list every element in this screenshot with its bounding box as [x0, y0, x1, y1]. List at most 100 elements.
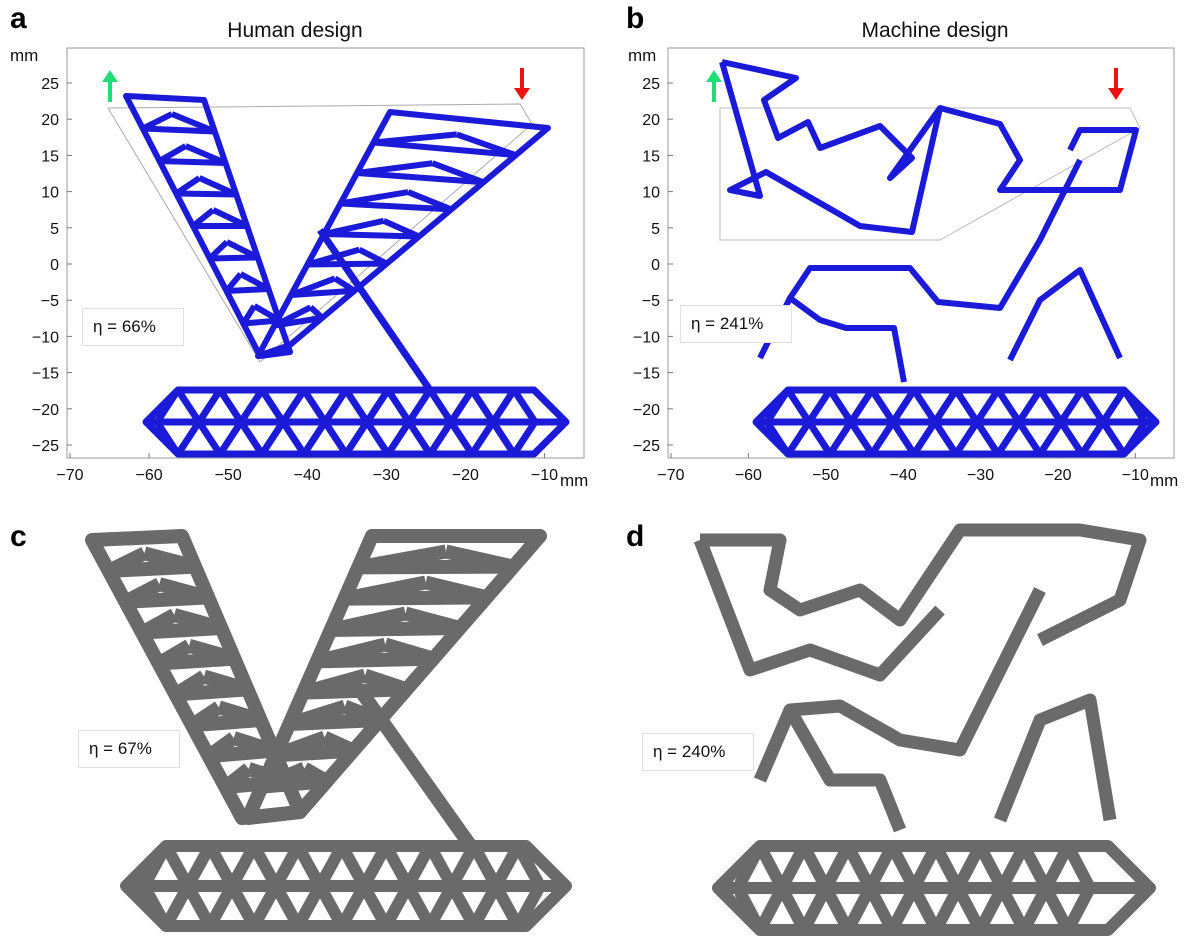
- base-strip-a-strut: [406, 420, 433, 456]
- print-left-arm-diag: [122, 577, 163, 608]
- print-right-arm-diag: [315, 637, 387, 669]
- base-strip-a-strut: [217, 388, 244, 424]
- output-arrow-a-head: [514, 88, 530, 100]
- right-arm-rung: [373, 139, 517, 159]
- base-strip-b-strut: [785, 388, 812, 424]
- print-base-d-strut: [930, 885, 964, 933]
- base-strip-a-strut: [301, 420, 328, 456]
- base-strip-a-strut: [490, 388, 517, 424]
- print-base-c-strut: [270, 843, 304, 889]
- base-strip-a-strut: [511, 420, 538, 456]
- plot-a-y-tick-label: 15: [41, 148, 59, 165]
- print-base-c-strut: [424, 843, 458, 889]
- plot-b-y-tick-label: −20: [633, 402, 660, 419]
- print-path-lower: [693, 537, 945, 682]
- plot-a-y-tick-label: 10: [41, 185, 59, 202]
- print-left-arm-diag: [204, 732, 238, 762]
- print-base-d-strut: [776, 843, 810, 891]
- output-arrow-b-head: [1108, 88, 1124, 100]
- print-base-c-strut: [468, 843, 502, 889]
- base-strip-b-strut: [974, 388, 1001, 424]
- print-base-c-strut: [380, 883, 414, 929]
- print-base-d-strut: [842, 843, 876, 891]
- right-arm-diag: [323, 217, 385, 237]
- plot-a-x-tick-label: −70: [56, 467, 83, 484]
- left-arm-diag: [207, 239, 229, 261]
- print-path-upper: [700, 523, 1147, 646]
- right-arm-diag: [357, 246, 389, 267]
- print-base-c-strut: [490, 843, 524, 889]
- y-unit-b: mm: [628, 46, 657, 65]
- plot-b-y-tick-label: 5: [651, 221, 660, 238]
- plot-b-y-tick-label: −10: [633, 329, 660, 346]
- print-base-d-strut: [864, 843, 898, 891]
- base-strip-b-strut: [953, 420, 980, 456]
- panel-title-b: Machine design: [861, 19, 1009, 42]
- machine-path-upper: [721, 59, 1139, 193]
- print-base-d-strut: [1018, 843, 1052, 891]
- print-left-arm-diag: [172, 608, 224, 635]
- print-right-arm-diag: [273, 730, 327, 762]
- plot-b-y-tick-label: 25: [642, 76, 660, 93]
- base-strip-a-strut: [406, 388, 433, 424]
- base-strip-b-strut: [806, 388, 833, 424]
- print-base-d-strut: [886, 843, 920, 891]
- plot-a-x-tick-label: −40: [294, 467, 321, 484]
- print-base-c-strut: [512, 843, 546, 889]
- print-base-c-strut: [182, 883, 216, 929]
- print-base-d-strut: [952, 843, 986, 891]
- print-base-d-strut: [864, 885, 898, 933]
- print-left-arm-diag: [221, 763, 253, 793]
- left-arm-diag: [239, 271, 270, 292]
- base-strip-a-strut: [385, 420, 412, 456]
- base-strip-a-strut: [511, 388, 538, 424]
- print-right-arm-diag: [300, 762, 331, 788]
- plot-a-y-tick-label: 20: [41, 112, 59, 129]
- base-strip-a-strut: [238, 388, 265, 424]
- plot-a-x-tick-label: −50: [215, 467, 242, 484]
- base-strip-b-strut: [1079, 388, 1106, 424]
- base-strip-b-strut: [1079, 420, 1106, 456]
- x-unit-b: mm: [1150, 471, 1179, 490]
- print-base-c-strut: [292, 843, 326, 889]
- print-base-d-strut: [1040, 885, 1074, 933]
- base-strip-a-strut: [259, 420, 286, 456]
- print-base-c-strut: [402, 883, 436, 929]
- link-arm-a: [317, 228, 433, 392]
- plot-b-y-tick-label: 15: [642, 148, 660, 165]
- base-strip-b-strut: [764, 420, 791, 456]
- base-strip-b-strut: [1058, 388, 1085, 424]
- plot-b-x-tick-label: −50: [812, 467, 839, 484]
- print-right-arm-diag: [424, 575, 489, 605]
- print-base-d-strut: [842, 885, 876, 933]
- base-strip-a-strut: [196, 420, 223, 456]
- print-base-c-strut: [380, 843, 414, 889]
- base-strip-a-strut: [427, 388, 454, 424]
- plot-a-x-tick-label: −10: [531, 467, 558, 484]
- base-strip-b-strut: [848, 388, 875, 424]
- efficiency-label-b: η = 241%: [680, 305, 792, 343]
- left-arm-diag: [240, 304, 257, 326]
- base-strip-b-strut: [869, 388, 896, 424]
- right-arm-rung: [290, 287, 355, 298]
- plot-b-y-tick-label: 10: [642, 185, 660, 202]
- print-base-c-strut: [336, 843, 370, 889]
- plot-a-x-tick-label: −20: [452, 467, 479, 484]
- plot-a-plot-frame: [66, 47, 585, 459]
- right-arm-diag: [306, 246, 361, 268]
- print-left-arm-diag: [187, 638, 237, 666]
- print-base-c-strut: [138, 843, 172, 889]
- print-base-c-strut: [160, 843, 194, 889]
- base-strip-b-strut: [1016, 388, 1043, 424]
- base-strip-b-strut: [827, 388, 854, 424]
- base-strip-a-strut: [196, 388, 223, 424]
- right-arm-rung: [340, 200, 452, 213]
- print-left-arm-diag: [138, 608, 178, 639]
- base-strip-b-strut: [1037, 388, 1064, 424]
- print-base-c-strut: [336, 883, 370, 929]
- plot-a-x-tick-label: −60: [136, 467, 163, 484]
- print-base-c-strut: [358, 843, 392, 889]
- input-arrow-a-head: [102, 70, 118, 82]
- left-arm-diag: [224, 272, 243, 293]
- plot-a-y-tick-label: 0: [50, 257, 59, 274]
